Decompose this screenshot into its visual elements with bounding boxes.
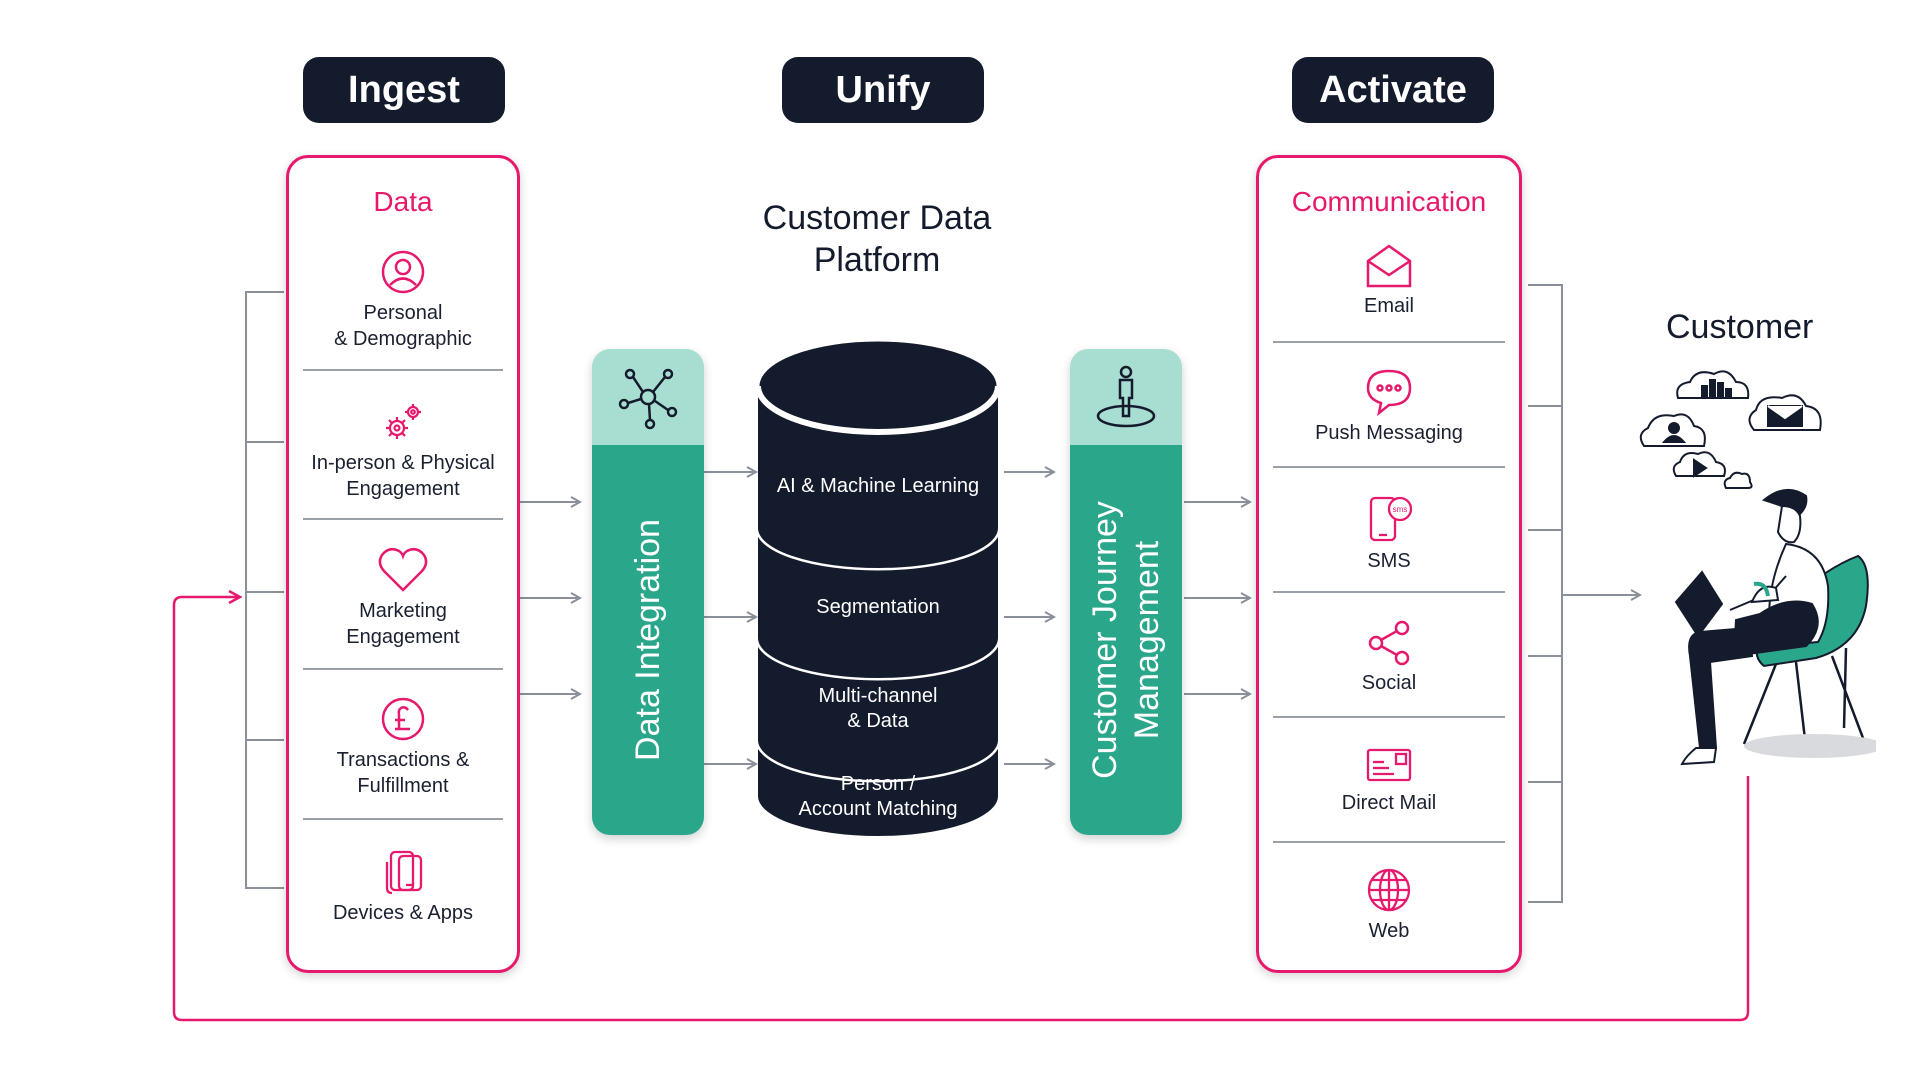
stage-unify-label: Unify xyxy=(835,68,931,111)
gears-icon xyxy=(386,404,421,439)
communication-panel-title: Communication xyxy=(1291,186,1487,217)
divider xyxy=(303,518,503,520)
journey-label: Customer Journey Management xyxy=(1086,501,1166,779)
left-bracket xyxy=(245,291,284,889)
comm-item-sms: sms SMS xyxy=(1259,494,1519,574)
comm-item-label: Web xyxy=(1368,920,1410,942)
data-item-devices: Devices & Apps xyxy=(289,848,517,926)
person-on-target-icon xyxy=(1096,365,1156,428)
heart-icon xyxy=(378,547,428,592)
stage-activate: Activate xyxy=(1292,57,1494,123)
comm-item-social: Social xyxy=(1259,620,1519,696)
data-item-label: Marketing Engagement xyxy=(346,600,460,648)
divider xyxy=(303,369,503,371)
network-icon xyxy=(618,368,678,430)
comm-item-label: Email xyxy=(1363,295,1414,317)
journey-body: Customer Journey Management xyxy=(1070,445,1182,835)
cdp-layer-matching: Person / Account Matching xyxy=(798,773,958,820)
comm-item-web: Web xyxy=(1259,866,1519,944)
data-item-label: Transactions & Fulfillment xyxy=(336,749,470,797)
integration-to-cdp-arrows xyxy=(703,472,756,764)
data-integration-label: Data Integration xyxy=(629,519,667,761)
user-circle-icon xyxy=(381,250,425,294)
cdp-layer-ai: AI & Machine Learning xyxy=(776,475,980,497)
data-integration-column: Data Integration xyxy=(592,349,704,835)
divider xyxy=(1273,716,1505,718)
divider xyxy=(1273,466,1505,468)
data-item-marketing: Marketing Engagement xyxy=(289,546,517,650)
cdp-layer-multichannel: Multi-channel & Data xyxy=(818,685,938,732)
divider xyxy=(303,668,503,670)
mail-card-icon xyxy=(1366,748,1412,782)
cdp-cylinder xyxy=(755,338,1001,836)
data-item-personal: Personal & Demographic xyxy=(289,248,517,352)
cdp-to-journey-arrows xyxy=(1004,472,1054,764)
cloud-user-icon xyxy=(1639,413,1706,447)
cloud-mail-icon xyxy=(1748,394,1822,431)
pound-coin-icon xyxy=(381,697,425,741)
journey-column: Customer Journey Management xyxy=(1070,349,1182,835)
comm-item-label: Social xyxy=(1361,672,1417,694)
data-panel-title: Data xyxy=(373,186,433,217)
svg-text:sms: sms xyxy=(1393,505,1408,514)
stage-ingest: Ingest xyxy=(303,57,505,123)
data-item-transactions: Transactions & Fulfillment xyxy=(289,695,517,799)
feedback-loop xyxy=(172,597,1750,1022)
cloud-small-icon xyxy=(1723,471,1753,489)
stage-activate-label: Activate xyxy=(1319,68,1467,111)
comm-item-label: SMS xyxy=(1367,550,1411,572)
data-to-integration-arrows xyxy=(518,502,580,694)
comm-item-push: Push Messaging xyxy=(1259,368,1519,446)
journey-to-comm-arrows xyxy=(1184,502,1250,694)
phone-sms-icon: sms xyxy=(1369,496,1413,542)
comm-item-email: Email xyxy=(1259,243,1519,319)
stage-unify: Unify xyxy=(782,57,984,123)
data-panel: Data Personal & Demographic In-person & … xyxy=(286,155,520,973)
share-icon xyxy=(1368,620,1410,666)
data-integration-body: Data Integration xyxy=(592,445,704,835)
journey-header xyxy=(1070,349,1182,445)
comm-item-label: Push Messaging xyxy=(1315,422,1463,444)
data-item-inperson: In-person & Physical Engagement xyxy=(289,398,517,502)
customer-illustration xyxy=(1639,370,1876,766)
chat-bubble-icon xyxy=(1366,369,1412,416)
data-item-label: Personal & Demographic xyxy=(334,302,472,350)
divider xyxy=(1273,341,1505,343)
data-integration-header xyxy=(592,349,704,445)
communication-panel: Communication Email Push Messaging sms S… xyxy=(1256,155,1522,973)
customer-title: Customer xyxy=(1666,308,1814,346)
devices-icon xyxy=(385,850,423,895)
cloud-play-icon xyxy=(1672,451,1726,478)
cdp-title: Customer Data Platform xyxy=(762,199,992,279)
right-bracket xyxy=(1528,284,1640,903)
divider xyxy=(303,818,503,820)
divider xyxy=(1273,591,1505,593)
globe-icon xyxy=(1367,868,1411,912)
comm-item-label: Direct Mail xyxy=(1341,792,1437,814)
person xyxy=(1674,489,1830,766)
divider xyxy=(1273,841,1505,843)
comm-item-directmail: Direct Mail xyxy=(1259,746,1519,816)
cdp-layer-segmentation: Segmentation xyxy=(816,596,940,618)
envelope-icon xyxy=(1366,244,1412,288)
data-item-label: Devices & Apps xyxy=(332,902,474,924)
cloud-chart-icon xyxy=(1676,370,1750,399)
data-item-label: In-person & Physical Engagement xyxy=(311,452,495,500)
stage-ingest-label: Ingest xyxy=(348,68,460,111)
